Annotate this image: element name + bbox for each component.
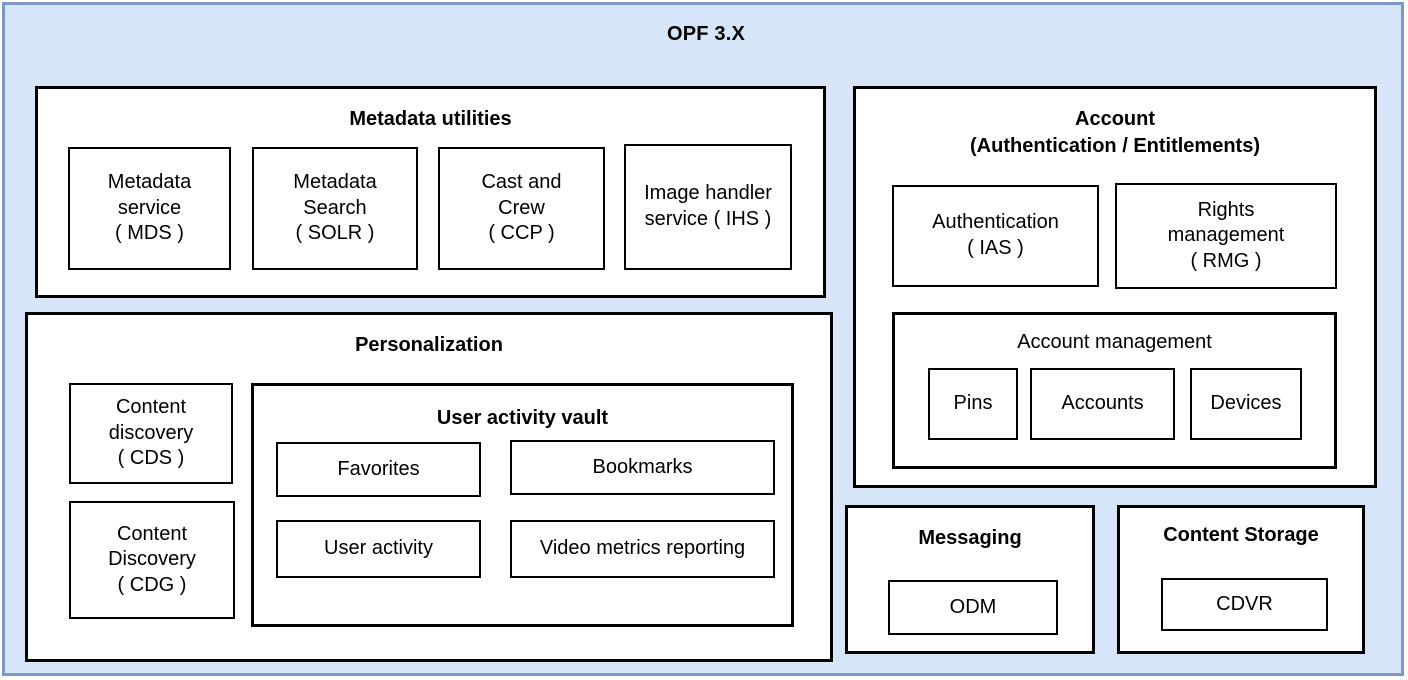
account-title: Account (Authentication / Entitlements) [970,108,1260,157]
box-video-metrics-reporting[interactable]: Video metrics reporting [510,520,775,578]
box-bookmarks[interactable]: Bookmarks [510,440,775,495]
box-content-discovery-cdg[interactable]: Content Discovery ( CDG ) [69,501,235,619]
opf-title: OPF 3.X [666,23,746,45]
box-accounts[interactable]: Accounts [1030,368,1175,440]
messaging-title: Messaging [918,527,1022,549]
box-content-discovery-cds[interactable]: Content discovery ( CDS ) [69,383,233,484]
box-metadata-search-solr[interactable]: Metadata Search ( SOLR ) [252,147,418,270]
box-authentication-ias[interactable]: Authentication ( IAS ) [892,185,1099,287]
account-management-title: Account management [1017,331,1212,353]
metadata-utilities-title: Metadata utilities [349,108,512,130]
box-pins[interactable]: Pins [928,368,1018,440]
panel-content-storage[interactable]: Content Storage CDVR [1117,505,1365,654]
box-odm[interactable]: ODM [888,580,1058,635]
panel-user-activity-vault[interactable]: User activity vault Favorites Bookmarks … [251,383,794,627]
box-favorites[interactable]: Favorites [276,442,481,497]
panel-metadata-utilities[interactable]: Metadata utilities Metadata service ( MD… [35,86,826,298]
panel-messaging[interactable]: Messaging ODM [845,505,1095,654]
panel-account-management[interactable]: Account management Pins Accounts Devices [892,312,1337,469]
box-rights-management-rmg[interactable]: Rights management ( RMG ) [1115,183,1337,289]
user-activity-vault-title: User activity vault [436,407,609,429]
box-devices[interactable]: Devices [1190,368,1302,440]
box-cast-and-crew-ccp[interactable]: Cast and Crew ( CCP ) [438,147,605,270]
content-storage-title: Content Storage [1163,524,1319,546]
box-image-handler-service-ihs[interactable]: Image handler service ( IHS ) [624,144,792,270]
panel-personalization[interactable]: Personalization Content discovery ( CDS … [25,312,833,662]
panel-account[interactable]: Account (Authentication / Entitlements) … [853,86,1377,488]
box-cdvr[interactable]: CDVR [1161,578,1328,631]
box-user-activity[interactable]: User activity [276,520,481,578]
box-metadata-service-mds[interactable]: Metadata service ( MDS ) [68,147,231,270]
personalization-title: Personalization [355,334,503,356]
